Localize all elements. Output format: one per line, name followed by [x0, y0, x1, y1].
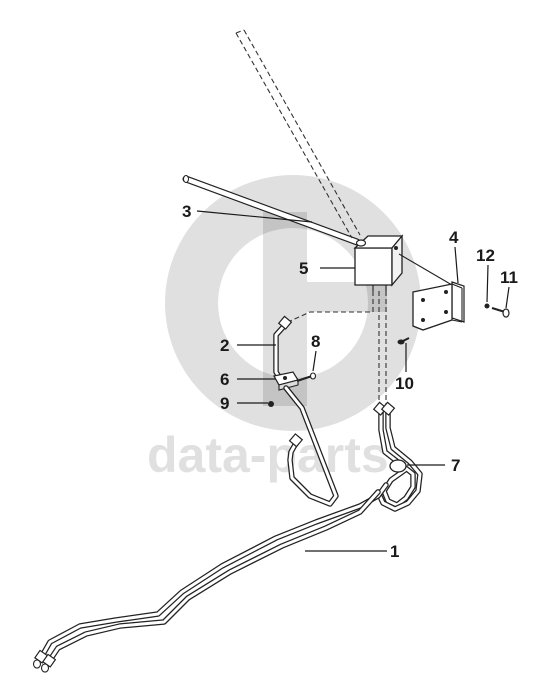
part-12-washer — [484, 303, 490, 309]
part-5-valve-block — [353, 234, 404, 291]
part-9-nut — [268, 401, 274, 407]
callout-6: 6 — [220, 370, 229, 389]
watermark-text: data-parts — [147, 427, 389, 483]
phantom-hose-lines — [287, 291, 387, 406]
part-4-bracket — [412, 281, 465, 331]
callout-4: 4 — [449, 228, 459, 247]
callout-10: 10 — [395, 374, 414, 393]
callout-5: 5 — [299, 259, 308, 278]
part-3-rod-phantom — [235, 29, 361, 239]
callout-3: 3 — [182, 202, 191, 221]
callout-2: 2 — [220, 336, 229, 355]
callout-1: 1 — [390, 542, 399, 561]
part-11-bolt — [491, 306, 510, 318]
callout-8: 8 — [311, 332, 320, 351]
linkage-rod — [398, 253, 453, 286]
part-1-long-pipe — [39, 482, 389, 663]
callout-9: 9 — [220, 394, 229, 413]
part-10-bolt — [397, 337, 410, 345]
part-8-bolt — [296, 372, 317, 382]
callout-12: 12 — [476, 246, 495, 265]
leader-lines — [196, 210, 510, 552]
part-3-rod — [182, 175, 361, 246]
callout-7: 7 — [451, 456, 460, 475]
clamp-pipe — [283, 385, 339, 507]
callout-11: 11 — [500, 268, 518, 287]
watermark-logo-notch — [307, 282, 387, 312]
pipe-end-fittings — [32, 649, 57, 673]
callouts: 3 5 4 12 11 10 8 2 6 9 7 1 — [182, 202, 518, 561]
